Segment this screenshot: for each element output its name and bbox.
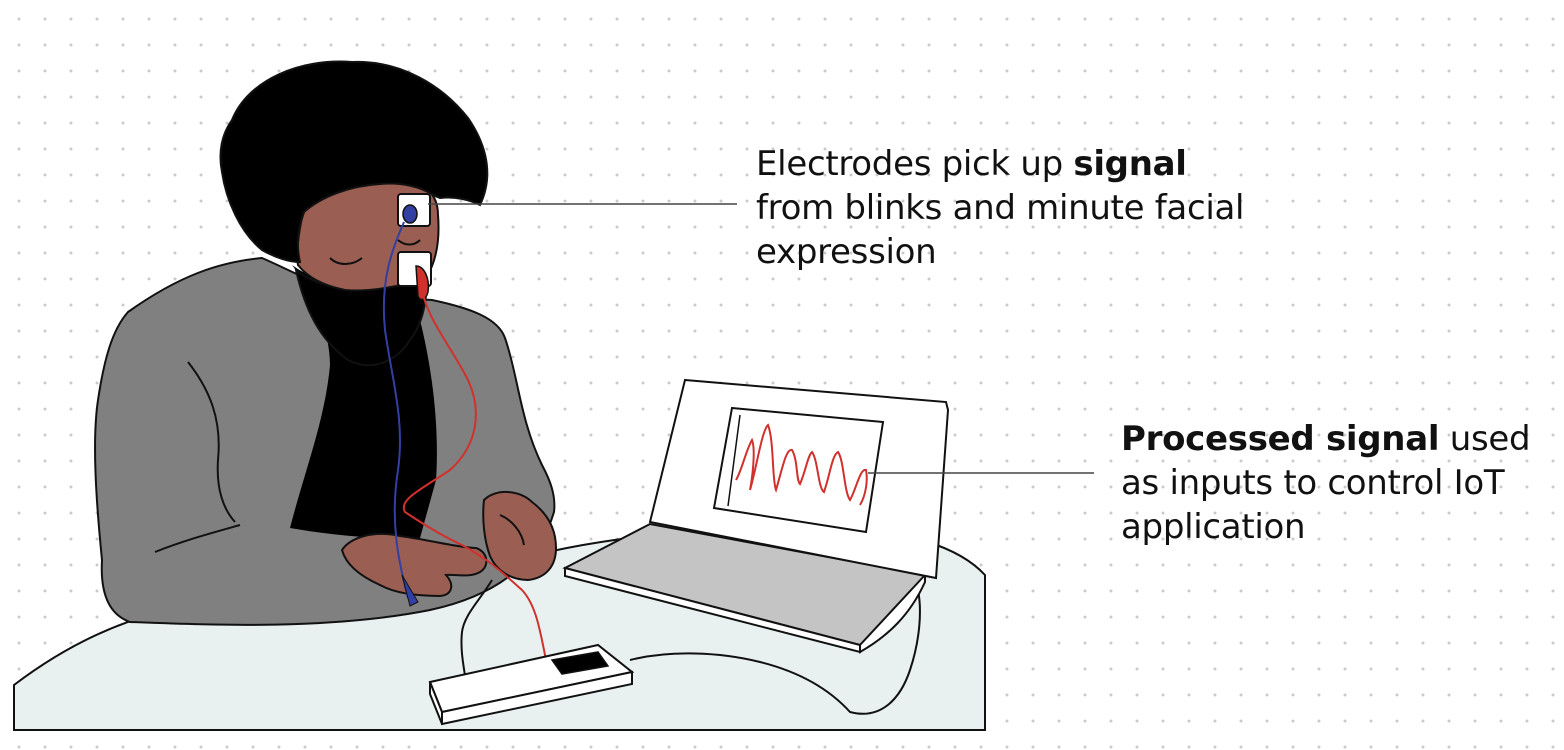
sensor-board-icon: [428, 643, 635, 726]
processed-callout-text: used: [1439, 419, 1531, 459]
laptop-cable: [629, 589, 921, 715]
laptop-screen: [712, 406, 885, 534]
processed-callout-line-1: Processed signal used: [1121, 417, 1531, 461]
laptop-icon: [562, 378, 950, 654]
electrodes-callout-line-3: expression: [756, 232, 937, 272]
red-wire: [402, 289, 547, 661]
electrodes-callout-text: Electrodes pick up: [756, 144, 1074, 184]
blue-wire-tip: [401, 574, 419, 607]
processed-callout-line-3: application: [1121, 507, 1306, 547]
blue-wire: [382, 221, 409, 599]
signal-waveform-icon: [735, 423, 868, 506]
right-hand: [482, 491, 558, 582]
black-wire: [460, 579, 493, 683]
electrodes-callout-bold: signal: [1073, 144, 1187, 184]
hair: [219, 60, 489, 264]
processed-callout-bold: Processed signal: [1121, 419, 1440, 459]
processed-callout: Processed signal used as inputs to contr…: [1121, 417, 1531, 549]
electrodes-callout: Electrodes pick up signal from blinks an…: [756, 142, 1244, 274]
electrodes-callout-line-2: from blinks and minute facial: [756, 188, 1245, 228]
processed-callout-line-2: as inputs to control IoT: [1121, 463, 1505, 503]
electrode-icon: [397, 193, 432, 301]
person-illustration: [94, 60, 558, 626]
electrodes-callout-line-1: Electrodes pick up signal: [756, 142, 1244, 186]
left-hand: [340, 532, 488, 598]
